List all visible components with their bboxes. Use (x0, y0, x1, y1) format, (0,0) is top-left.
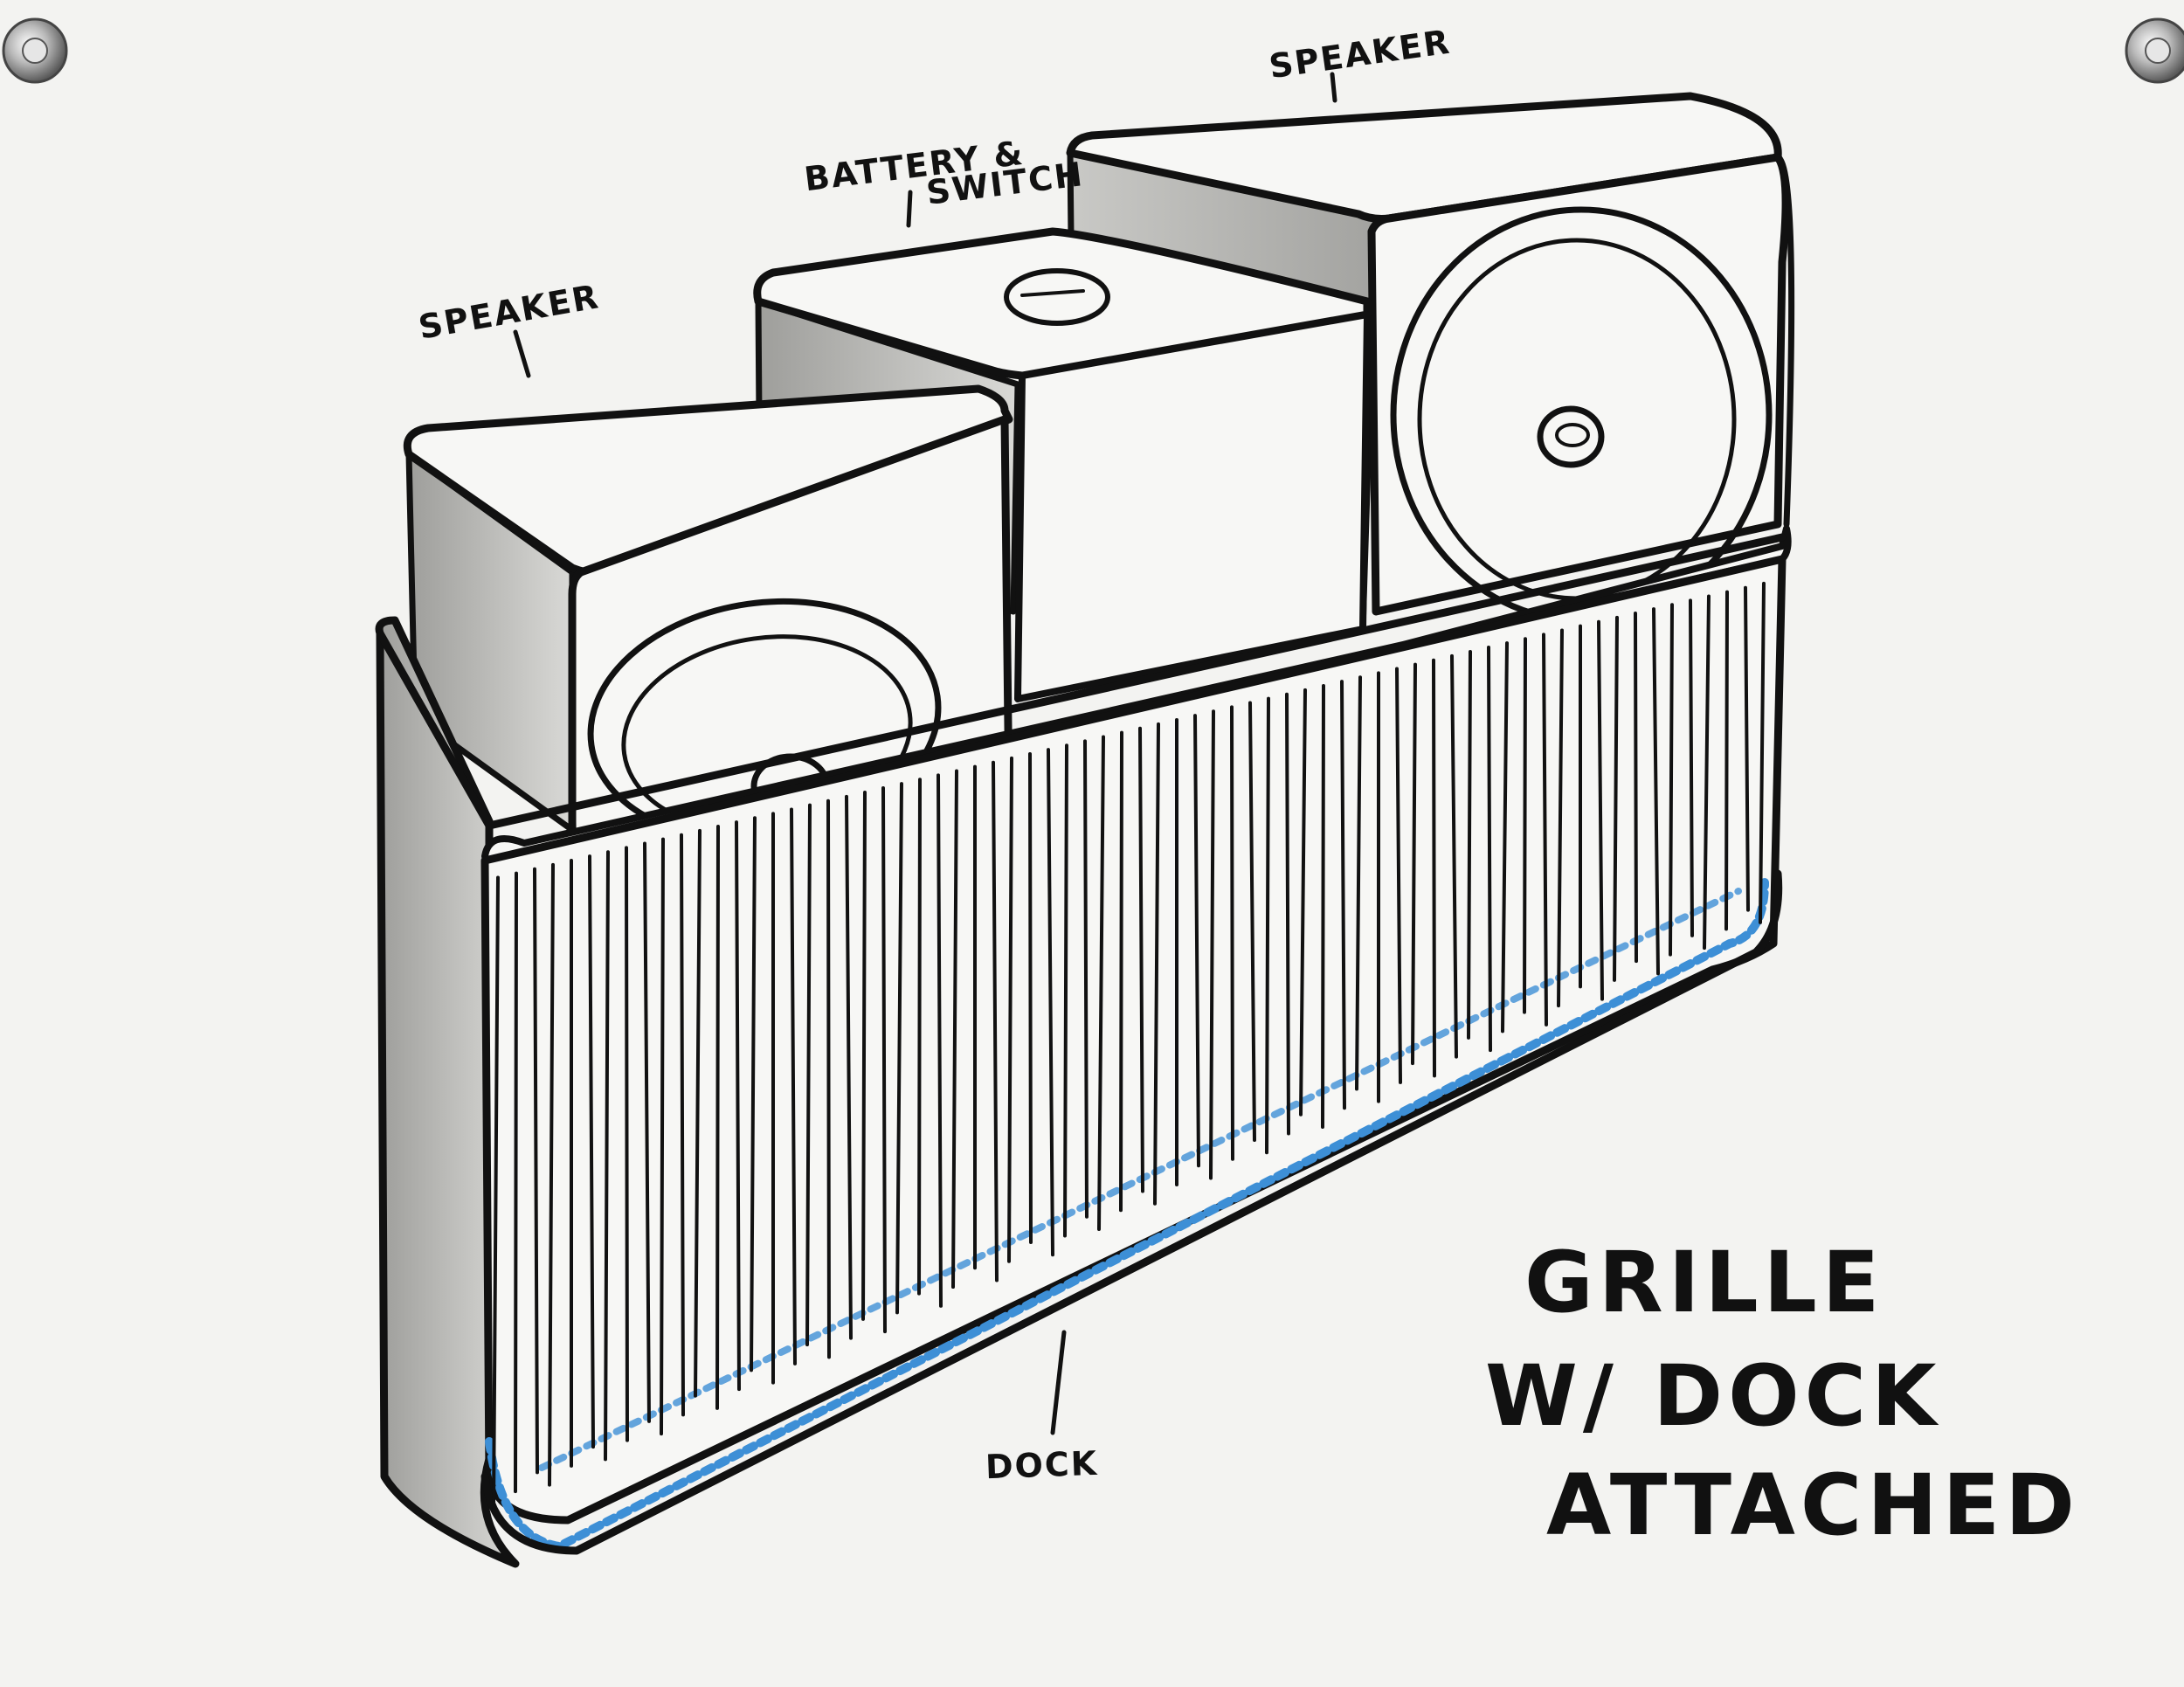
title-line-1: GRILLE (1524, 1241, 1884, 1324)
grille-line (1085, 741, 1087, 1216)
title-line-2: W/ DOCK (1485, 1354, 1942, 1438)
pin-icon (2126, 19, 2184, 82)
grille-line (1121, 733, 1122, 1211)
grille-line (1287, 695, 1289, 1134)
grille-line (919, 779, 920, 1293)
grille-line (1267, 699, 1268, 1153)
grille-line (883, 788, 885, 1331)
label-dock: DOCK (985, 1444, 1099, 1486)
grille-line (1232, 707, 1233, 1158)
grille-line (681, 835, 683, 1415)
pin-icon (3, 19, 66, 82)
grille-line (1670, 605, 1672, 954)
grille-line (626, 847, 627, 1440)
grille-line (661, 840, 663, 1435)
grille-line (1524, 639, 1525, 1012)
grille-line (1635, 613, 1636, 961)
grille-line (1690, 600, 1692, 935)
grille-line (863, 792, 865, 1319)
grille-line (1065, 745, 1067, 1235)
grille-line (1469, 652, 1470, 1038)
grille-line (717, 826, 718, 1408)
title-line-3: ATTACHED (1546, 1463, 2080, 1547)
grille-line (515, 874, 516, 1492)
grille-line (1489, 647, 1490, 1050)
grille-line (828, 801, 829, 1358)
grille-line (1030, 754, 1031, 1242)
grille-line (1323, 686, 1324, 1127)
grille-line (1726, 592, 1727, 930)
